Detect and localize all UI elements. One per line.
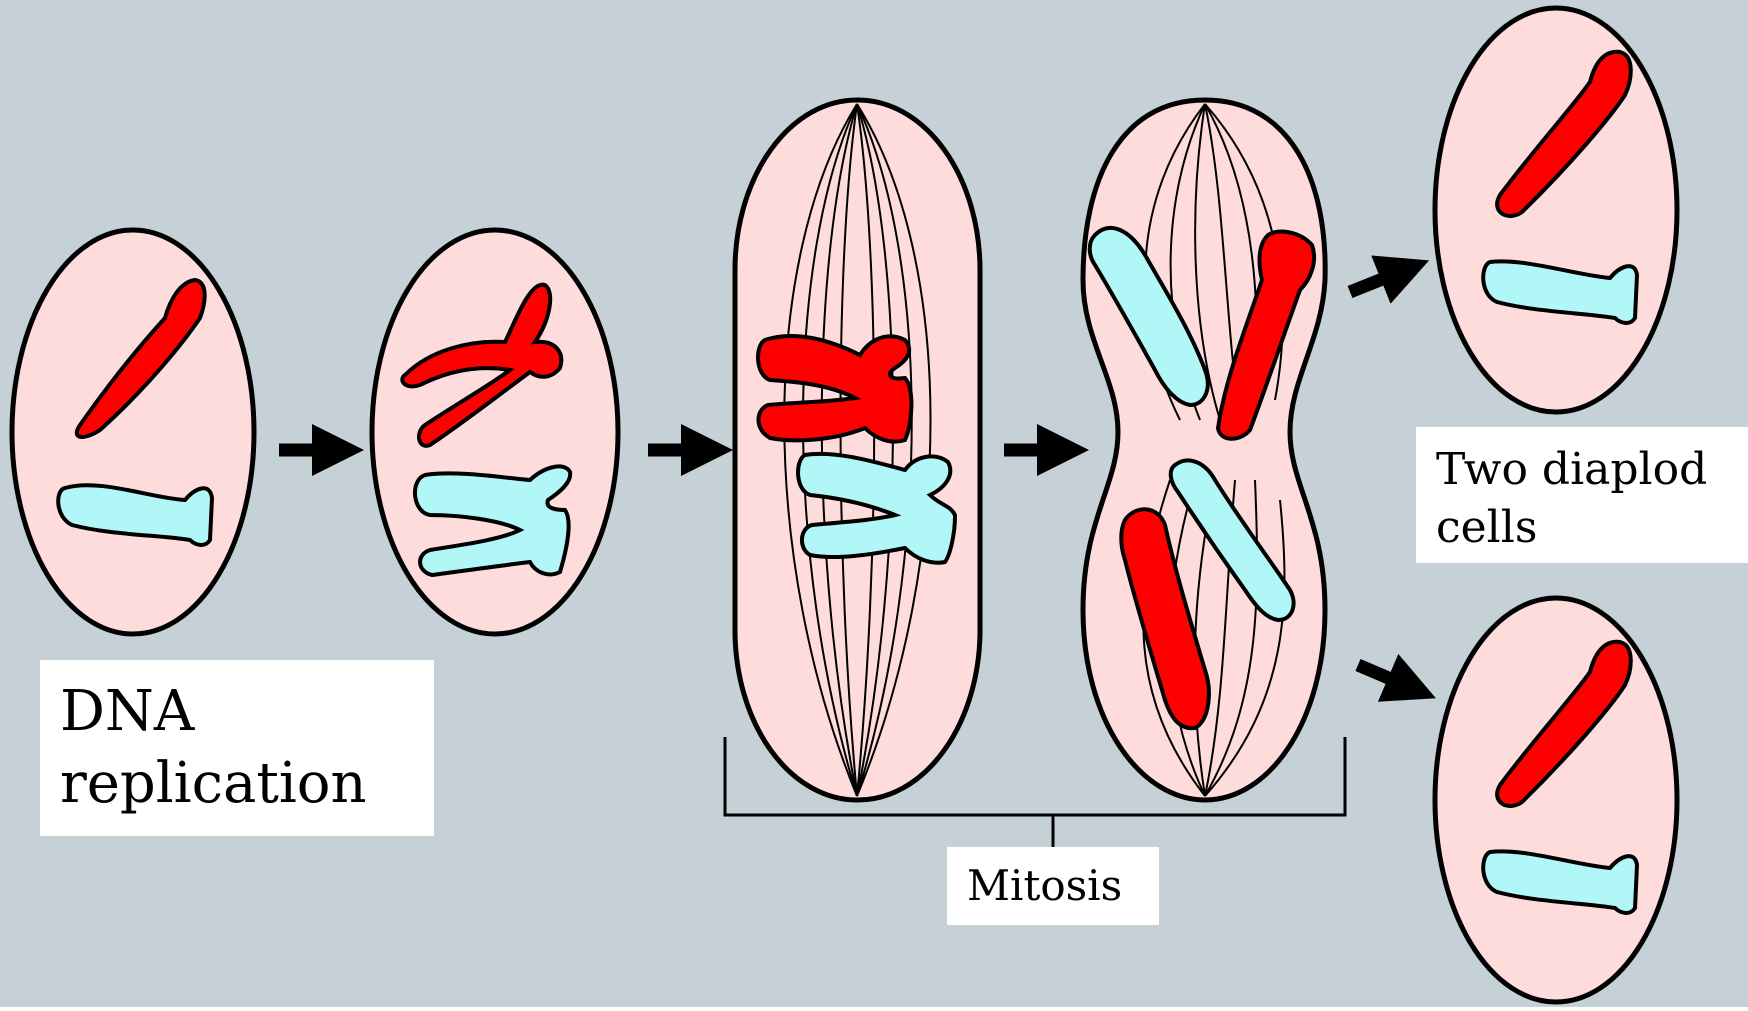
mitosis-label-text: Mitosis <box>967 861 1139 911</box>
cell-metaphase <box>735 100 980 800</box>
dna-label-line2: replication <box>60 748 414 820</box>
mitosis-label: Mitosis <box>947 847 1159 925</box>
daughter-cell-top <box>1435 8 1677 412</box>
cell-initial <box>12 230 254 634</box>
dna-label-line1: DNA <box>60 676 414 748</box>
two-label-line1: Two diaplod <box>1436 441 1728 499</box>
two-label-line2: cells <box>1436 499 1728 557</box>
dna-replication-label: DNA replication <box>40 660 434 836</box>
two-diploid-cells-label: Two diaplod cells <box>1416 427 1748 563</box>
cell-anaphase <box>1083 100 1325 800</box>
daughter-cell-bottom <box>1435 598 1677 1002</box>
cell-replicated <box>372 230 618 634</box>
